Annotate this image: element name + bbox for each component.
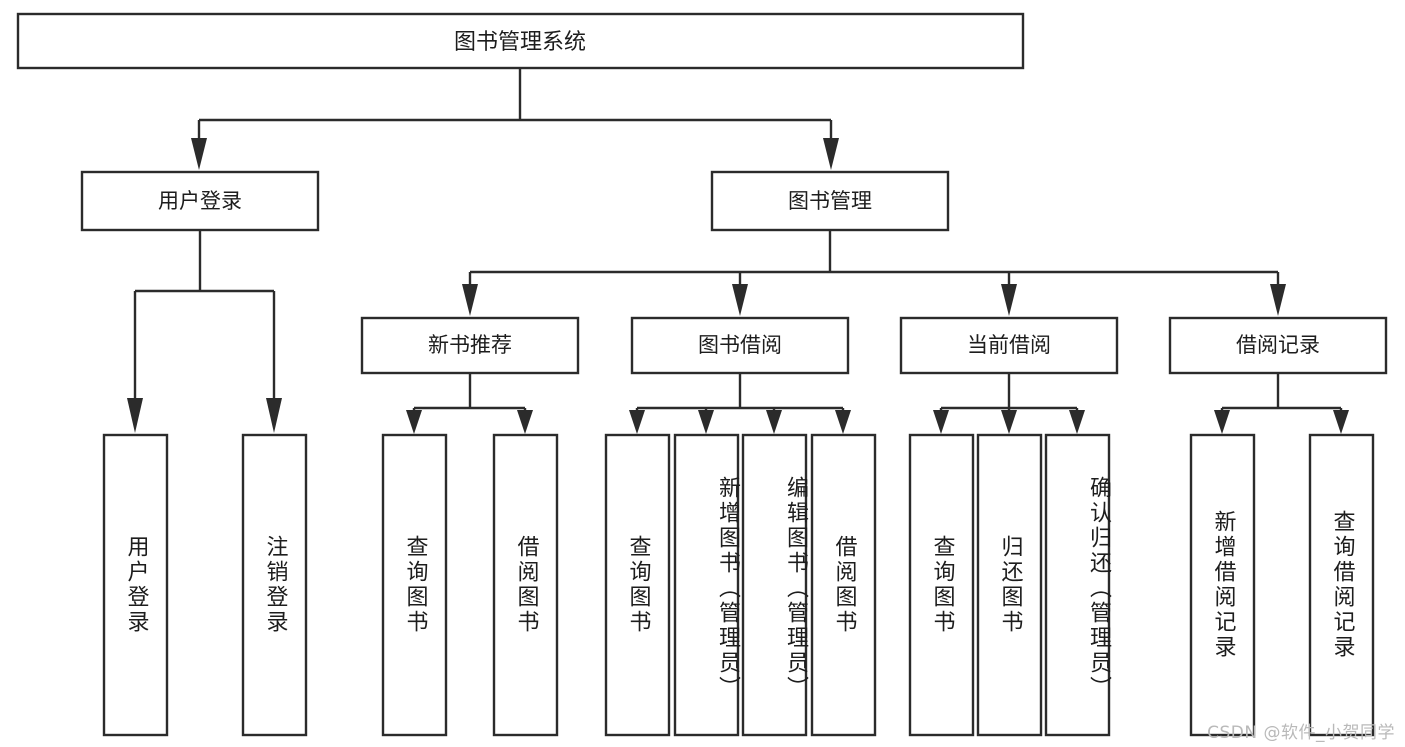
node-book-management-label: 图书管理 bbox=[788, 189, 872, 213]
node-root-label: 图书管理系统 bbox=[454, 30, 586, 55]
leaf-box-borrow-record-0[interactable] bbox=[1189, 433, 1256, 737]
leaf-box-book-borrow-2[interactable] bbox=[741, 433, 808, 737]
leaf-box-user-login-1[interactable] bbox=[241, 433, 308, 737]
leaf-box-book-borrow-3[interactable] bbox=[810, 433, 877, 737]
connector-new-book-to-leaves bbox=[406, 373, 533, 434]
node-book-borrow-label: 图书借阅 bbox=[698, 333, 782, 357]
connector-book-management-to-level3 bbox=[462, 230, 1286, 316]
connector-root-to-level2 bbox=[191, 68, 839, 170]
node-book-management[interactable]: 图书管理 bbox=[710, 170, 950, 232]
leaf-box-new-book-0[interactable] bbox=[381, 433, 448, 737]
node-user-login-box bbox=[80, 170, 320, 232]
leaf-box-book-borrow-1[interactable] bbox=[673, 433, 740, 737]
connector-book-borrow-to-leaves bbox=[629, 373, 851, 434]
node-book-borrow[interactable]: 图书借阅 bbox=[630, 316, 850, 375]
leaf-box-current-borrow-0[interactable] bbox=[908, 433, 975, 737]
node-current-borrow-box bbox=[899, 316, 1119, 375]
node-new-book-recommend-label: 新书推荐 bbox=[428, 333, 512, 357]
connector-user-login-to-leaves bbox=[127, 230, 282, 433]
leaf-box-borrow-record-1[interactable] bbox=[1308, 433, 1375, 737]
node-current-borrow[interactable]: 当前借阅 bbox=[899, 316, 1119, 375]
watermark-text: CSDN @软件_小贺同学 bbox=[1207, 723, 1395, 743]
connector-borrow-record-to-leaves bbox=[1214, 373, 1349, 434]
node-borrow-record-label: 借阅记录 bbox=[1236, 333, 1320, 357]
node-current-borrow-label: 当前借阅 bbox=[967, 333, 1051, 357]
node-new-book-recommend-box bbox=[360, 316, 580, 375]
node-user-login[interactable]: 用户登录 bbox=[80, 170, 320, 232]
leaf-box-current-borrow-1[interactable] bbox=[976, 433, 1043, 737]
leaf-box-new-book-1[interactable] bbox=[492, 433, 559, 737]
connector-current-borrow-to-leaves bbox=[933, 373, 1085, 434]
node-new-book-recommend[interactable]: 新书推荐 bbox=[360, 316, 580, 375]
node-root[interactable]: 图书管理系统 bbox=[16, 12, 1025, 70]
node-user-login-label: 用户登录 bbox=[158, 189, 242, 213]
node-borrow-record[interactable]: 借阅记录 bbox=[1168, 316, 1388, 375]
leaf-box-user-login-0[interactable] bbox=[102, 433, 169, 737]
leaf-box-book-borrow-0[interactable] bbox=[604, 433, 671, 737]
leaf-box-current-borrow-2[interactable] bbox=[1044, 433, 1111, 737]
node-root-box bbox=[16, 12, 1025, 70]
